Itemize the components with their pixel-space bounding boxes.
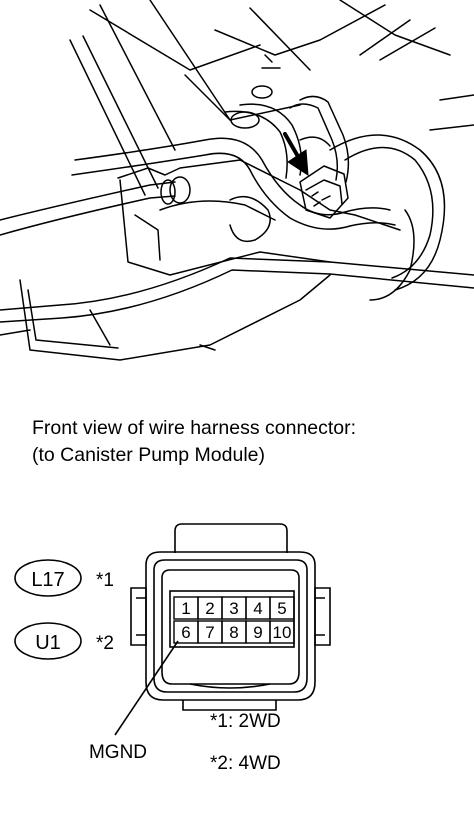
pin-label-mgnd: MGND (89, 742, 147, 763)
caption-line-1: Front view of wire harness connector: (32, 417, 357, 439)
caption-line-2: (to Canister Pump Module) (32, 444, 266, 466)
pin-number-2: 2 (205, 599, 214, 618)
pin-number-3: 3 (229, 599, 238, 618)
connector-code-label: L17 (31, 569, 64, 591)
pin-number-9: 9 (253, 623, 262, 642)
pin-number-6: 6 (181, 623, 190, 642)
connector-location-arrow (283, 132, 309, 176)
vehicle-illustration (0, 0, 474, 361)
pin-cell-5 (269, 596, 295, 620)
pin-label-leader (114, 640, 179, 736)
connector-code-1: L17 *1 (14, 559, 114, 597)
pin-number-10: 10 (273, 623, 292, 642)
pin-number-7: 7 (205, 623, 214, 642)
connector-code-2: U1 *2 (14, 622, 114, 660)
pin-number-4: 4 (253, 599, 262, 618)
connector-code-note: *2 (96, 633, 114, 654)
pin-number-8: 8 (229, 623, 238, 642)
pin-cell-10 (269, 620, 295, 644)
pin-number-1: 1 (181, 599, 190, 618)
code-oval-2 (14, 622, 82, 660)
legend-item-1: *1: 2WD (210, 711, 281, 732)
code-oval-1 (14, 559, 82, 597)
pin-number-5: 5 (277, 599, 286, 618)
connector-code-note: *1 (96, 570, 114, 591)
connector-code-label: U1 (35, 632, 61, 654)
connector-front-view (130, 523, 331, 711)
legend-item-2: *2: 4WD (210, 753, 281, 774)
